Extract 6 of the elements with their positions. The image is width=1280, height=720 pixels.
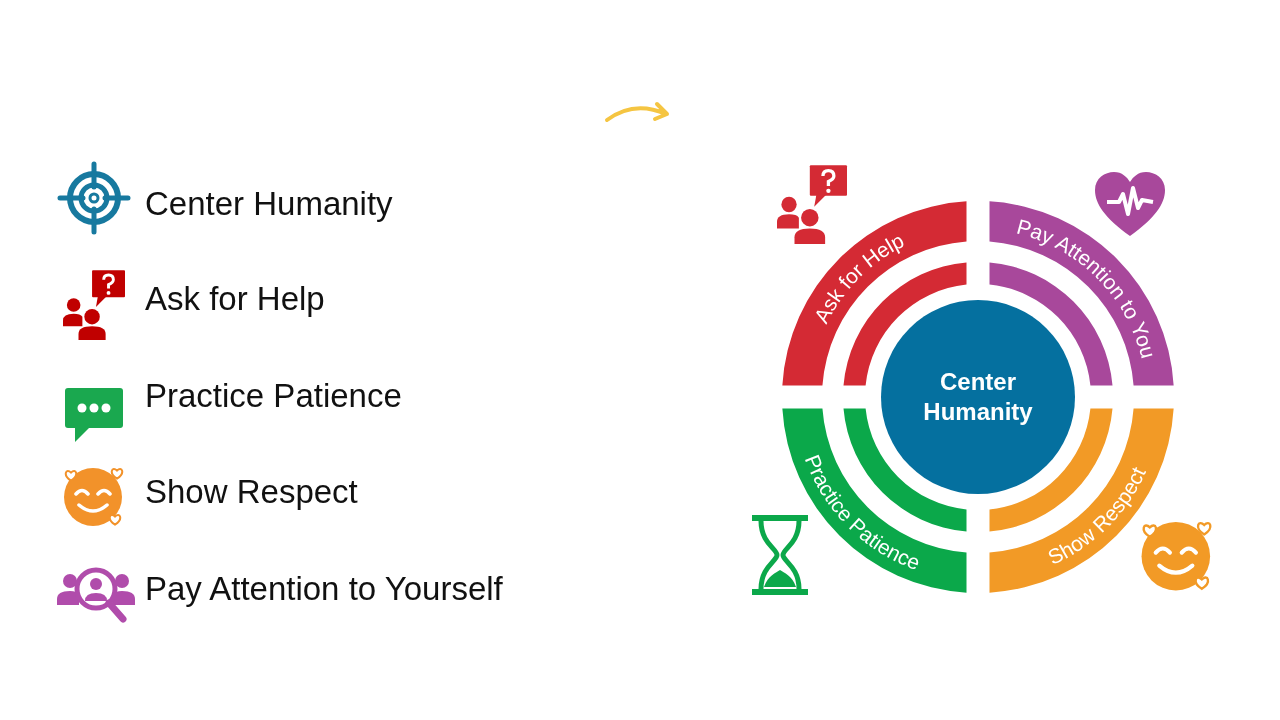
list-label: Practice Patience [145,376,402,416]
list-label: Pay Attention to Yourself [145,569,503,609]
list-label: Center Humanity [145,184,393,224]
center-label: Center Humanity [922,367,1034,427]
list-label: Ask for Help [145,279,325,319]
list-label: Show Respect [145,472,358,512]
